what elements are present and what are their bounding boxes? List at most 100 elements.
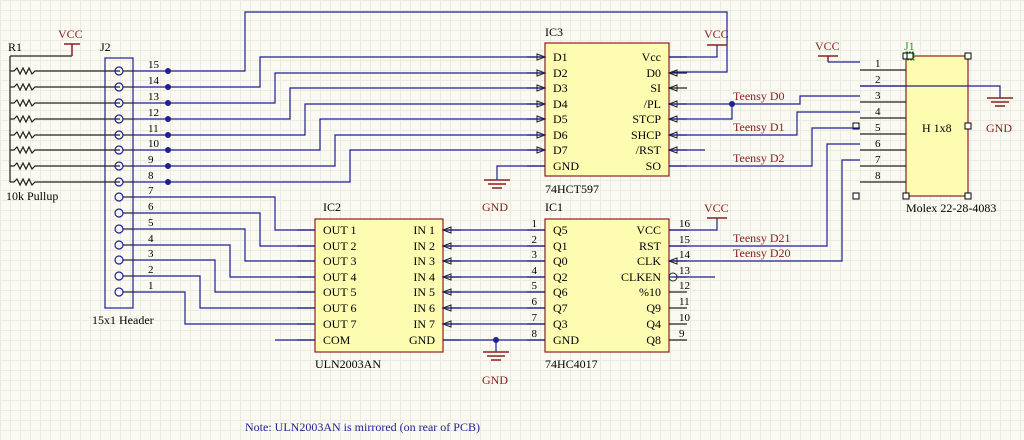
pullup-resistor	[10, 130, 120, 140]
chip-pin-number: 7	[532, 312, 538, 324]
net-teensy-d20: Teensy D20	[733, 246, 790, 260]
chip-pin-left-label: D7	[553, 143, 568, 157]
wire-j2-11-to-d4	[133, 103, 545, 136]
selection-handle[interactable]	[902, 192, 910, 200]
j2-pin-number: 9	[148, 154, 154, 166]
j2-pin-number: 8	[148, 170, 154, 182]
chip-pin-right-label: STCP	[632, 112, 661, 126]
pullup-resistor	[10, 66, 120, 76]
chip-pin-right-label: IN 4	[413, 270, 435, 284]
molex-vcc-symbol: VCC	[815, 39, 840, 62]
wire-j2-14-to-d1	[133, 56, 545, 88]
chip-pin-number: 1	[532, 218, 538, 230]
ic2-ref: IC2	[323, 200, 341, 214]
chip-pin-right-label: Vcc	[642, 50, 661, 64]
wire-ic3-stcp	[669, 104, 733, 120]
chip-pin-right-label: SO	[646, 159, 662, 173]
selection-handle[interactable]	[964, 52, 972, 60]
chip-pin-number: 12	[679, 280, 690, 292]
ic1-ref: IC1	[545, 200, 563, 214]
wire-j2-7-to-out1	[133, 196, 315, 231]
chip-pin-left-label: D4	[553, 97, 568, 111]
chip-pin-left-label: Q5	[553, 223, 568, 237]
chip-pin-number: 6	[532, 296, 538, 308]
selection-handle[interactable]	[906, 52, 914, 60]
selection-handle[interactable]	[852, 122, 860, 130]
chip-pin-right-label: SHCP	[631, 128, 661, 142]
pullup-resistor	[10, 177, 120, 187]
chip-pin-number: 10	[679, 312, 691, 324]
chip-pin-right-label: SI	[650, 81, 661, 95]
chip-pin-left-label: D5	[553, 112, 568, 126]
molex-gnd-symbol: GND	[986, 97, 1013, 135]
chip-pin-left-label: OUT 2	[323, 239, 356, 253]
r1-vcc-label: VCC	[58, 27, 83, 41]
chip-pin-right-label: D0	[646, 66, 661, 80]
j2-pin-number: 10	[148, 138, 160, 150]
j1-pin-number: 6	[875, 138, 881, 150]
selection-handle[interactable]	[852, 192, 860, 200]
j2-pin-number: 1	[148, 280, 154, 292]
junctions	[165, 68, 735, 343]
ic1-vcc-label: VCC	[704, 201, 729, 215]
chip-pin-left-label: Q3	[553, 317, 568, 331]
chip-pin-right-label: IN 6	[413, 301, 435, 315]
j2-pin-number: 13	[148, 91, 160, 103]
wire-j2-4-to-out4	[133, 244, 315, 278]
selection-handle[interactable]	[964, 192, 972, 200]
wire-j2-8-to-d7	[133, 149, 545, 183]
r1-ref: R1	[8, 40, 22, 54]
chip-pin-number: 11	[679, 296, 690, 308]
ic2-gnd-label: GND	[482, 373, 508, 387]
j1-pin-number: 2	[875, 74, 881, 86]
net-teensy-d1: Teensy D1	[733, 120, 784, 134]
wire-j2-3-to-out5	[133, 259, 315, 293]
j2-pin-number: 6	[148, 201, 154, 213]
chip-pin-right-label: RST	[639, 239, 662, 253]
chip-pin-left-label: D1	[553, 50, 568, 64]
wire-junction	[165, 84, 171, 90]
ic3-vcc-symbol: VCC	[704, 27, 729, 46]
pullup-resistor	[10, 82, 120, 92]
chip-pin-number: 3	[532, 249, 538, 261]
chip-pin-right-label: IN 5	[413, 285, 435, 299]
j2-pin-socket	[114, 287, 124, 297]
j1-pin-number: 7	[875, 154, 881, 166]
chip-pin-left-label: OUT 3	[323, 254, 356, 268]
r1-value: 10k Pullup	[6, 189, 58, 203]
ic1-body	[544, 218, 670, 353]
ic3-gnd-symbol: GND	[482, 179, 510, 214]
chip-pin-left-label: Q2	[553, 270, 568, 284]
j1-pin-number: 8	[875, 170, 881, 182]
pullup-resistor	[10, 98, 120, 108]
chip-pin-right-label: GND	[409, 333, 435, 347]
j2-body	[104, 57, 134, 309]
ic2-gnd-symbol: GND	[482, 351, 509, 387]
chip-pin-left-label: D2	[553, 66, 568, 80]
molex-gnd-label: GND	[986, 121, 1012, 135]
selection-handle[interactable]	[964, 122, 972, 130]
j2-pin-number: 7	[148, 185, 154, 197]
chip-pin-number: 8	[532, 328, 538, 340]
net-teensy-d0: Teensy D0	[733, 89, 784, 103]
chip-pin-left-label: OUT 4	[323, 270, 356, 284]
chip-pin-right-label: IN 1	[413, 223, 435, 237]
j2-pin-number: 4	[148, 233, 154, 245]
chip-pin-right-label: /RST	[636, 143, 662, 157]
j2-pin-number: 3	[148, 248, 154, 260]
chip-pin-left-label: Q6	[553, 285, 568, 299]
j1-body	[905, 55, 969, 197]
wire-j2-13-to-d2	[133, 72, 545, 104]
j2-value: 15x1 Header	[92, 313, 154, 327]
pcb-note: Note: ULN2003AN is mirrored (on rear of …	[245, 420, 480, 434]
j1-pin-number: 1	[875, 58, 881, 70]
wire-j2-15-to-d0	[133, 11, 728, 73]
wire-teensy-d21	[669, 143, 860, 247]
wire-junction	[165, 100, 171, 106]
chip-pin-right-label: VCC	[636, 223, 661, 237]
j2-ref: J2	[100, 40, 111, 54]
